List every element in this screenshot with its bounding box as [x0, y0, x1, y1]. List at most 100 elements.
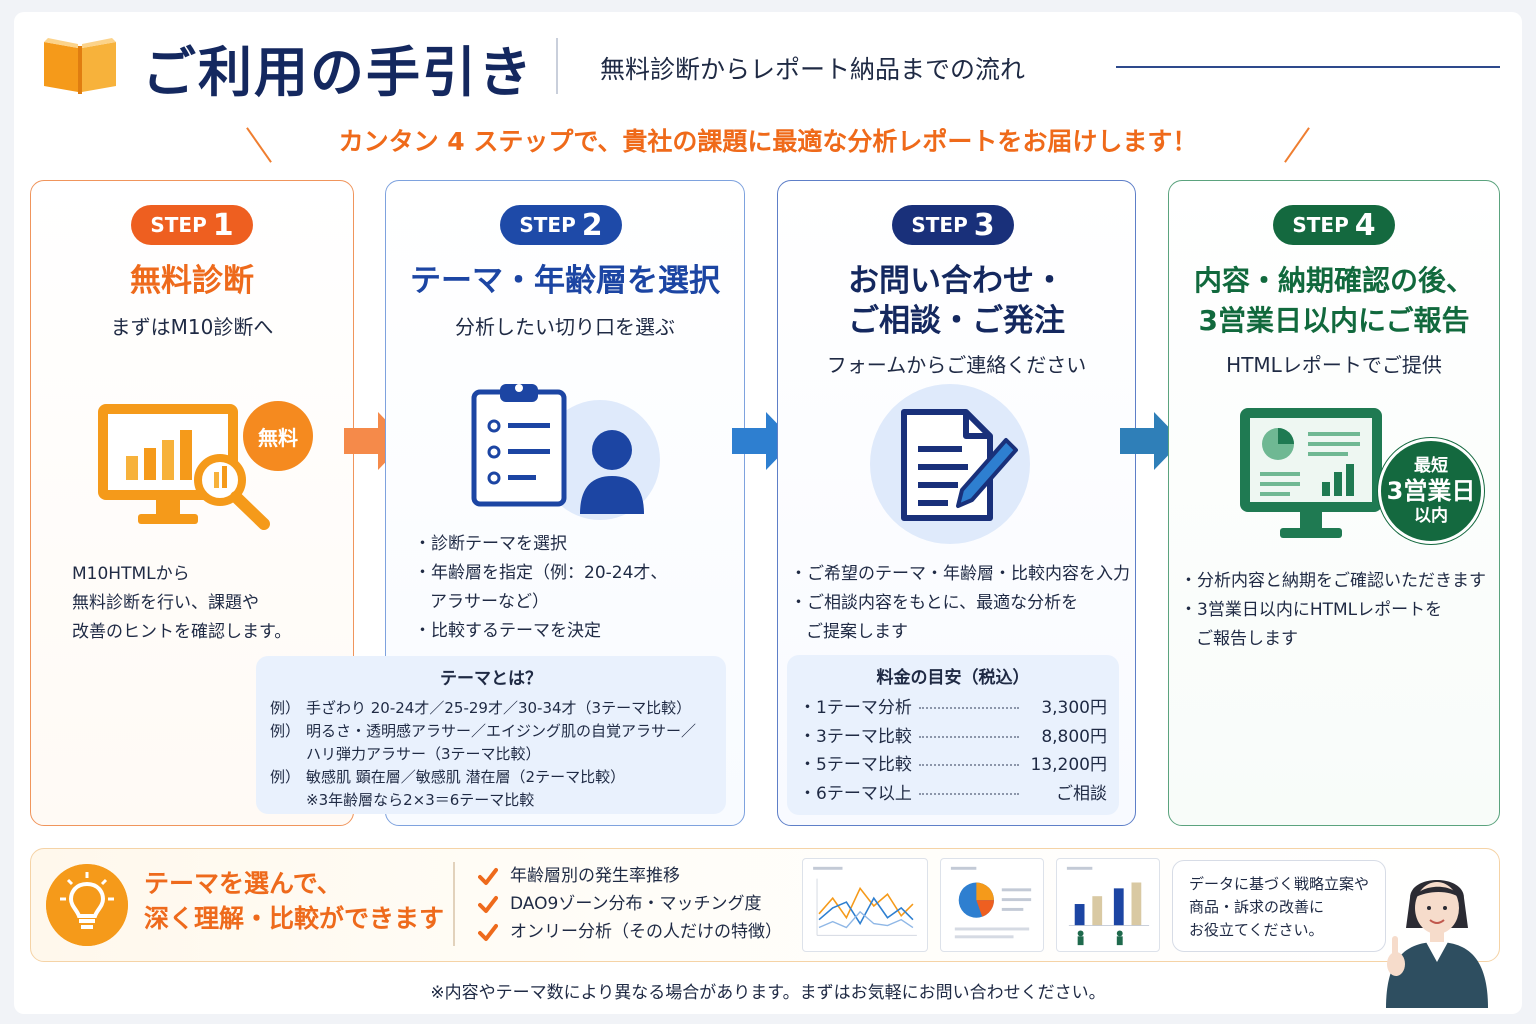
description-line: M10HTMLから [72, 564, 190, 584]
pie-chart-thumbnail-icon [940, 858, 1044, 952]
step-badge-word: STEP [911, 213, 968, 237]
step-subheading: フォームからご連絡ください [826, 353, 1087, 377]
check-item: DAO9ゾーン分布・マッチング度 [478, 890, 782, 918]
badge-line: 最短 [1414, 456, 1448, 476]
check-item-label: オンリー分析（その人だけの特徴） [510, 922, 782, 942]
price-plan-name: ・6テーマ以上 [799, 783, 912, 804]
check-icon [478, 896, 498, 913]
benefit-checklist: 年齢層別の発生率推移 DAO9ゾーン分布・マッチング度 オンリー分析（その人だけ… [478, 862, 782, 946]
step-heading: ご相談・ご発注 [848, 303, 1065, 339]
bullet-item: ・診断テーマを選択 [414, 534, 567, 554]
speech-line: データに基づく戦略立案や [1189, 875, 1370, 893]
example-text: ※3年齢層なら2×3＝6テーマ比較 [306, 791, 535, 809]
benefits-title-line: テーマを選んで、 [144, 869, 342, 898]
title-divider [556, 38, 558, 94]
line-chart-thumbnail-icon [802, 858, 928, 952]
panel-divider [453, 862, 455, 946]
bullet-item: ・比較するテーマを決定 [414, 621, 601, 641]
step-badge-word: STEP [150, 213, 207, 237]
price-plan-name: ・3テーマ比較 [799, 726, 912, 747]
step-heading: お問い合わせ・ [848, 263, 1065, 299]
bullet-item: ・ご希望のテーマ・年齢層・比較内容を入力 [790, 564, 1130, 584]
step-badge-4: STEP 4 [1273, 205, 1395, 245]
price-row: ・3テーマ比較 8,800円 [799, 723, 1107, 752]
step-heading: 3営業日以内にご報告 [1198, 304, 1470, 337]
price-value: 8,800円 [1041, 726, 1107, 747]
benefits-title-line: 深く理解・比較ができます [144, 904, 445, 933]
price-value: 3,300円 [1041, 698, 1107, 718]
example-text: ハリ弾力アラサー（3テーマ比較） [306, 745, 541, 763]
price-row: ・1テーマ分析 3,300円 [799, 694, 1107, 723]
example-text: 手ざわり 20-24才／25-29才／30-34才（3テーマ比較） [306, 699, 692, 717]
step-2-bullets: ・診断テーマを選択 ・年齢層を指定（例：20-24才、 アラサーなど） ・比較す… [414, 530, 667, 646]
bullet-item: ・ご相談内容をもとに、最適な分析を [790, 593, 1079, 613]
step-badge-number: 1 [212, 207, 234, 243]
step-badge-word: STEP [519, 213, 576, 237]
arrow-right-icon [1120, 412, 1182, 470]
advisor-person-icon [1386, 880, 1488, 1008]
bar-chart-thumbnail-icon [1056, 858, 1160, 952]
price-plan-name: ・1テーマ分析 [799, 698, 912, 718]
monitor-chart-search-icon [98, 404, 270, 530]
example-prefix: 例） [270, 722, 301, 740]
check-item: オンリー分析（その人だけの特徴） [478, 918, 782, 946]
price-plan-name: ・5テーマ比較 [799, 755, 912, 775]
theme-example-row: 例） 明るさ・透明感アラサー／エイジング肌の自覚アラサー／ [270, 720, 712, 743]
check-item: 年齢層別の発生率推移 [478, 862, 782, 890]
step-subheading: 分析したい切り口を選ぶ [455, 315, 675, 339]
check-icon [478, 924, 498, 941]
theme-example-row: ハリ弾力アラサー（3テーマ比較） [270, 743, 712, 766]
step-heading: 無料診断 [130, 263, 254, 299]
bullet-item: ・分析内容と納期をご確認いただきます [1180, 571, 1486, 591]
benefits-title: テーマを選んで、 深く理解・比較ができます [144, 866, 444, 936]
step-badge-3: STEP 3 [892, 205, 1014, 245]
badge-line: 3営業日 [1386, 477, 1476, 505]
advice-speech-bubble: データに基づく戦略立案や 商品・訴求の改善に お役立てください。 [1172, 860, 1386, 952]
theme-example-row: ※3年齢層なら2×3＝6テーマ比較 [270, 789, 712, 812]
check-icon [478, 868, 498, 885]
bullet-item: ・年齢層を指定（例：20-24才、 [414, 563, 668, 583]
theme-explanation-box: テーマとは？ 例） 手ざわり 20-24才／25-29才／30-34才（3テーマ比… [256, 656, 726, 814]
step-3-bullets: ・ご希望のテーマ・年齢層・比較内容を入力 ・ご相談内容をもとに、最適な分析を ご… [790, 560, 1130, 647]
header-rule [1116, 66, 1500, 68]
bullet-item: ご提案します [806, 622, 908, 642]
theme-example-row: 例） 手ざわり 20-24才／25-29才／30-34才（3テーマ比較） [270, 697, 712, 720]
example-text: 明るさ・透明感アラサー／エイジング肌の自覚アラサー／ [306, 722, 697, 740]
speech-line: お役立てください。 [1189, 921, 1324, 939]
speech-line: 商品・訴求の改善に [1189, 898, 1325, 916]
monitor-report-icon [1240, 408, 1382, 538]
step-badge-1: STEP 1 [131, 205, 253, 245]
price-row: ・5テーマ比較 13,200円 [799, 751, 1107, 780]
bullet-item: ご報告します [1196, 629, 1298, 649]
step-heading: テーマ・年齢層を選択 [410, 263, 720, 299]
lightbulb-icon [46, 864, 128, 946]
step-subheading: まずはM10診断へ [110, 315, 274, 339]
shortest-delivery-badge: 最短 3営業日 以内 [1378, 438, 1484, 544]
step-badge-number: 3 [973, 207, 995, 243]
step-badge-number: 4 [1354, 207, 1376, 243]
step-heading: 内容・納期確認の後、 [1193, 264, 1474, 297]
example-prefix: 例） [270, 699, 301, 717]
price-row: ・6テーマ以上 ご相談 [799, 780, 1107, 809]
check-item-label: DAO9ゾーン分布・マッチング度 [510, 894, 762, 914]
example-prefix [270, 789, 306, 812]
price-value: 13,200円 [1030, 755, 1107, 775]
check-item-label: 年齢層別の発生率推移 [510, 866, 680, 886]
clipboard-user-icon [471, 384, 660, 520]
theme-box-title: テーマとは？ [440, 669, 542, 689]
bullet-item: アラサーなど） [430, 592, 549, 612]
example-text: 敏感肌 顕在層／敏感肌 潜在層（2テーマ比較） [306, 768, 626, 786]
step-badge-number: 2 [581, 207, 603, 243]
document-pen-icon [870, 384, 1030, 544]
tagline: カンタン 4 ステップで、貴社の課題に最適な分析レポートをお届けします！ [338, 127, 1198, 156]
footer-note: ※内容やテーマ数により異なる場合があります。まずはお気軽にお問い合わせください。 [430, 983, 1106, 1003]
description-line: 無料診断を行い、課題や [72, 593, 259, 613]
page-title: ご利用の手引き [142, 41, 534, 104]
step-subheading: HTMLレポートでご提供 [1226, 353, 1442, 377]
price-value: ご相談 [1056, 783, 1107, 804]
free-badge: 無料 [243, 401, 313, 471]
step-1-description: M10HTMLから 無料診断を行い、課題や 改善のヒントを確認します。 [72, 560, 291, 647]
step-4-bullets: ・分析内容と納期をご確認いただきます ・3営業日以内にHTMLレポートを ご報告… [1180, 567, 1486, 654]
example-prefix [270, 743, 306, 766]
